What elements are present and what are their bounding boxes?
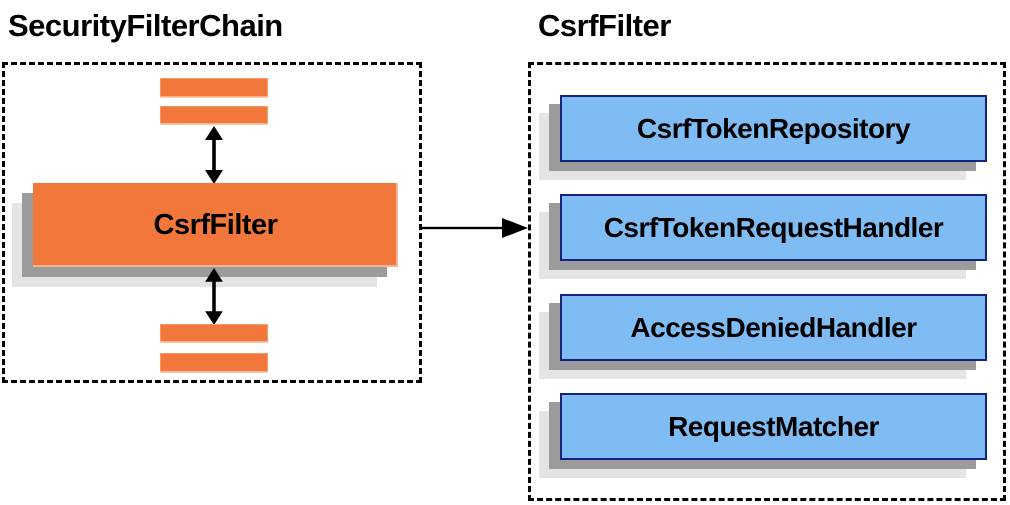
csrf-filter-panel	[528, 62, 1006, 501]
filter-bar-bottom-1	[160, 324, 268, 343]
component-box-csrf-token-repository: CsrfTokenRepository	[560, 95, 987, 162]
filter-bar-bottom-2	[160, 353, 268, 373]
csrf-filter-box-label: CsrfFilter	[153, 208, 278, 241]
bidirectional-arrow-icon	[205, 126, 223, 184]
filter-bar-top-1	[160, 78, 268, 98]
component-label: CsrfTokenRepository	[636, 112, 911, 144]
flow-arrow-icon	[421, 218, 528, 238]
csrf-filter-title: CsrfFilter	[538, 8, 671, 43]
security-filter-chain-panel	[2, 62, 422, 383]
component-label: AccessDeniedHandler	[630, 311, 917, 343]
component-box-access-denied-handler: AccessDeniedHandler	[560, 294, 987, 361]
security-filter-chain-title: SecurityFilterChain	[8, 8, 283, 43]
component-label: RequestMatcher	[668, 410, 879, 442]
filter-bar-top-2	[160, 106, 268, 125]
component-box-request-matcher: RequestMatcher	[560, 393, 987, 460]
component-label: CsrfTokenRequestHandler	[603, 211, 944, 243]
csrf-filter-box: CsrfFilter	[33, 183, 398, 267]
bidirectional-arrow-icon	[205, 268, 223, 325]
component-box-csrf-token-request-handler: CsrfTokenRequestHandler	[560, 194, 987, 261]
